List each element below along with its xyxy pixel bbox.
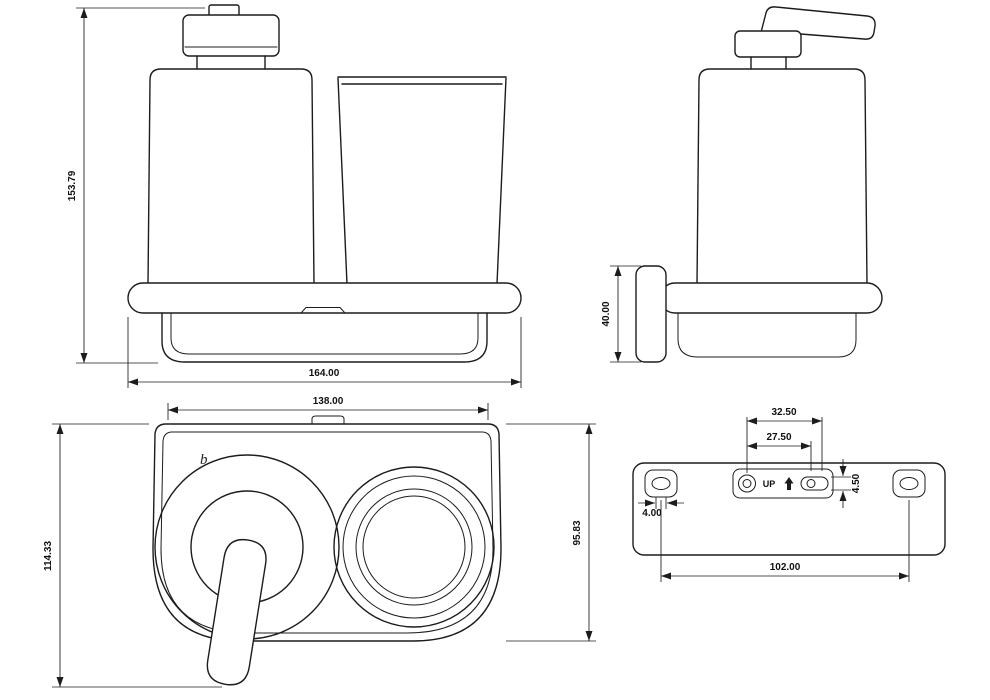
keyhole-bracket-outline: [732, 468, 834, 499]
mount-hole-frame: [892, 469, 926, 498]
keyhole-circle-inner: [742, 479, 752, 488]
dimension-label: 95.83: [572, 520, 583, 545]
mount-hole-right: [892, 469, 926, 498]
front-view: 153.79 164.00: [67, 4, 522, 388]
dim-screw-spacing: 102.00: [660, 500, 910, 582]
dim-slot-span: 32.50: [746, 407, 823, 473]
dim-mount-height: 40.00: [601, 265, 641, 363]
pump-neck: [196, 55, 266, 70]
mount-hole-slot: [651, 477, 671, 490]
pump-neck-side: [750, 56, 787, 70]
tumbler-outline: [337, 76, 507, 285]
dim-depth-body: 95.83: [506, 423, 596, 642]
dim-slot-width: 4.00: [638, 497, 684, 519]
pump-lever-top-group: [206, 538, 267, 686]
keyhole-slot: [800, 476, 829, 491]
dimension-label: 153.79: [67, 170, 78, 201]
pump-head-side: [734, 30, 802, 58]
dimension-label: 4.50: [851, 473, 862, 493]
up-arrow-icon: [784, 477, 794, 490]
backplate-view: UP 32.50 27.50 4.50 4.00: [632, 407, 946, 582]
pump-lever-top: [206, 538, 267, 686]
dimension-label: 102.00: [770, 562, 801, 573]
bottle-outline: [147, 68, 315, 285]
tray-side: [677, 312, 857, 358]
dim-front-height: 153.79: [67, 7, 205, 364]
top-view: b 138.00 114.33 95.83: [43, 396, 596, 688]
mount-hole-left: [644, 469, 678, 498]
tray-inner: [170, 312, 479, 355]
tumbler-ring-2: [342, 475, 486, 619]
shelf: [127, 282, 522, 314]
dim-top-width: 138.00: [167, 396, 489, 420]
dim-slot-height: 4.50: [831, 459, 862, 508]
tumbler-ring-3: [355, 488, 473, 606]
dim-slot-pitch: 27.50: [747, 432, 812, 471]
side-view: 40.00: [601, 6, 883, 363]
keyhole-slot-circle: [806, 479, 816, 488]
tumbler-ring-outer: [333, 466, 495, 628]
up-label: UP: [763, 479, 776, 489]
keyhole-circle-outer: [738, 474, 756, 493]
wall-plate: [635, 265, 667, 363]
dimension-label: 138.00: [313, 396, 344, 407]
backplate-outline: [632, 462, 946, 556]
dimension-label: 32.50: [771, 407, 796, 418]
tray-outer: [161, 312, 488, 363]
pump-head: [182, 14, 280, 57]
dimension-label: 27.50: [766, 432, 791, 443]
dimension-label: 164.00: [309, 368, 340, 379]
shelf-side: [659, 282, 883, 314]
dimension-label: 4.00: [642, 508, 662, 519]
top-tab: [311, 415, 345, 425]
dimension-label: 114.33: [43, 541, 54, 571]
dim-depth-total: 114.33: [43, 423, 222, 688]
mount-hole-slot: [899, 477, 919, 490]
brand-logo: b: [200, 452, 208, 468]
bottle-side-outline: [696, 68, 868, 285]
keyhole-bracket: UP: [732, 468, 834, 499]
shelf-clip: [300, 307, 346, 314]
dimension-label: 40.00: [601, 301, 612, 326]
dim-front-width: 164.00: [127, 317, 522, 388]
body-inner-outline: [160, 431, 494, 634]
tumbler-ring-inner: [362, 495, 466, 599]
mount-hole-frame: [644, 469, 678, 498]
